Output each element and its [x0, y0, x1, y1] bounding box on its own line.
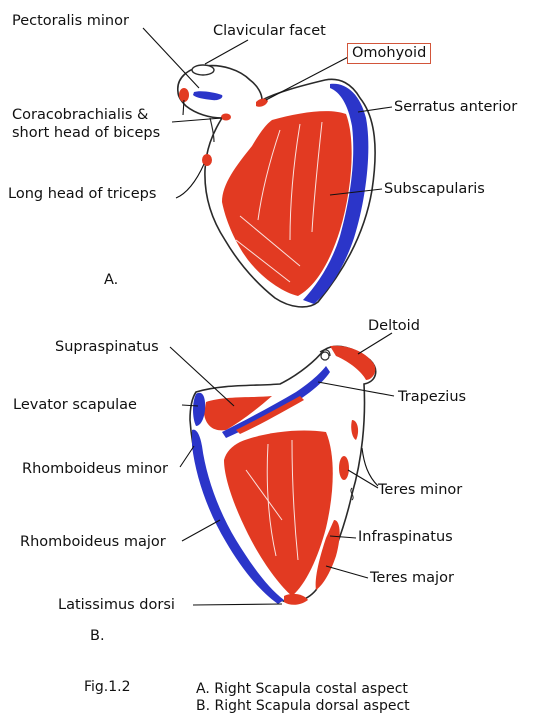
teres-minor-small [351, 420, 359, 440]
coracobrachialis-origin [179, 88, 189, 102]
label-teres-major: Teres major [370, 570, 454, 586]
label-clavicular-facet: Clavicular facet [213, 23, 326, 39]
serratus-anterior-insertion [303, 83, 369, 305]
caption-line-b: B. Right Scapula dorsal aspect [196, 698, 410, 714]
label-pectoralis-minor: Pectoralis minor [12, 13, 129, 29]
trapezius-insertion [222, 366, 330, 438]
label-coracobrachialis-line2: short head of biceps [12, 125, 161, 141]
caption-line-a: A. Right Scapula costal aspect [196, 681, 408, 697]
label-trapezius: Trapezius [398, 389, 467, 405]
label-subscapularis: Subscapularis [384, 181, 485, 197]
infraspinatus-origin [224, 430, 333, 596]
scapula-b [189, 345, 377, 605]
label-omohyoid: Omohyoid [347, 43, 432, 64]
label-infraspinatus: Infraspinatus [358, 529, 453, 545]
teres-major-origin [315, 520, 340, 590]
label-serratus-anterior: Serratus anterior [394, 99, 518, 115]
scapula-a [177, 64, 376, 308]
omohyoid-origin [256, 98, 268, 107]
label-teres-minor: Teres minor [378, 482, 463, 498]
label-rhomboideus-minor: Rhomboideus minor [22, 461, 169, 477]
long-head-triceps-origin [202, 154, 212, 166]
subscapularis-origin [222, 111, 352, 296]
label-latissimus-dorsi: Latissimus dorsi [58, 597, 175, 613]
panel-label-a: A. [104, 272, 119, 288]
figure-number: Fig.1.2 [84, 679, 131, 695]
label-deltoid: Deltoid [368, 318, 420, 334]
latissimus-dorsi-origin [284, 593, 308, 605]
clavicular-facet [191, 64, 215, 76]
teres-minor-origin [339, 456, 349, 480]
rhomboideus-insertion [192, 429, 284, 604]
leader-lines [142, 27, 395, 606]
deltoid-origin [330, 345, 376, 380]
label-long-head-triceps: Long head of triceps [8, 186, 157, 202]
label-levator-scapulae: Levator scapulae [13, 397, 137, 413]
supraspinatus-origin [204, 396, 272, 431]
label-coracobrachialis-line1: Coracobrachialis & [12, 107, 149, 123]
panel-label-b: B. [90, 628, 105, 644]
levator-scapulae-insertion [193, 392, 206, 426]
label-rhomboideus-major: Rhomboideus major [20, 534, 166, 550]
coracoid-mark [221, 113, 231, 121]
pectoralis-minor-insertion [193, 91, 223, 101]
label-supraspinatus: Supraspinatus [55, 339, 159, 355]
